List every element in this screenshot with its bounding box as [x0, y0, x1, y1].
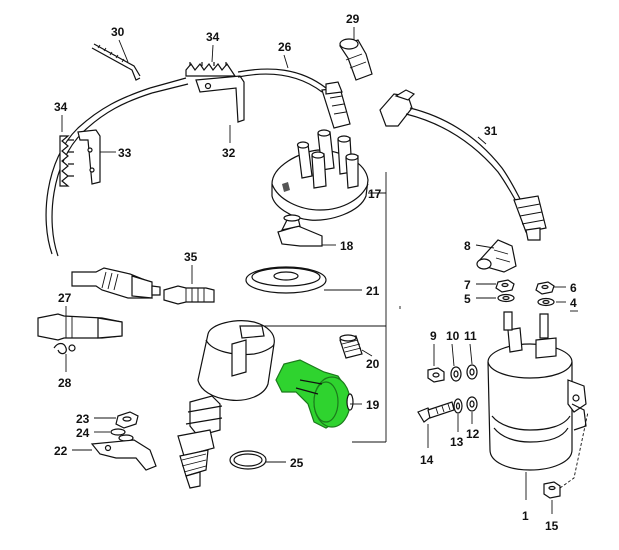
nut-9 — [427, 367, 445, 383]
label-4: 4 — [570, 296, 577, 310]
o-ring-25 — [229, 450, 267, 470]
label-7: 7 — [464, 278, 471, 292]
label-33: 33 — [118, 146, 132, 160]
label-13: 13 — [450, 435, 464, 449]
group-bracket — [258, 172, 401, 443]
leader-26 — [283, 54, 289, 69]
label-23: 23 — [76, 412, 90, 426]
dust-shield-21 — [245, 266, 327, 294]
nut-6 — [535, 281, 555, 295]
label-1: 1 — [522, 509, 529, 523]
label-29: 29 — [346, 12, 360, 26]
coil-boot-8 — [476, 239, 517, 273]
label-24: 24 — [76, 426, 90, 440]
leader-20 — [361, 349, 373, 357]
label-28: 28 — [58, 376, 72, 390]
nut-15 — [543, 481, 561, 499]
label-5: 5 — [464, 292, 471, 306]
label-32: 32 — [222, 146, 236, 160]
label-17: 17 — [368, 187, 382, 201]
label-18: 18 — [340, 239, 354, 253]
label-26: 26 — [278, 40, 292, 54]
label-30: 30 — [111, 25, 125, 39]
distributor-body — [177, 320, 275, 489]
angled-boot-29 — [339, 38, 373, 81]
label-27: 27 — [58, 291, 72, 305]
leader-10 — [451, 343, 455, 367]
label-20: 20 — [366, 357, 380, 371]
spring-clip-28 — [53, 342, 76, 355]
bracket-33 — [77, 129, 101, 185]
bolt-14 — [417, 401, 455, 423]
label-6: 6 — [570, 281, 577, 295]
label-12: 12 — [466, 427, 480, 441]
label-15: 15 — [545, 519, 559, 533]
label-21: 21 — [366, 284, 380, 298]
nut-23 — [115, 411, 139, 429]
cable-clip-34-top — [185, 62, 237, 77]
leader-11 — [469, 343, 473, 365]
cable-strap-30 — [91, 43, 141, 81]
label-10: 10 — [446, 329, 460, 343]
clamp-plate-22 — [90, 439, 157, 471]
washer-13 — [453, 398, 463, 414]
label-19: 19 — [366, 398, 380, 412]
leader-30 — [118, 39, 129, 63]
label-34-left: 34 — [54, 100, 68, 114]
label-25: 25 — [290, 456, 304, 470]
washer-12 — [466, 396, 478, 412]
washer-4 — [537, 297, 555, 307]
washer-5 — [497, 293, 515, 303]
washer-11 — [466, 364, 478, 380]
vacuum-unit-19 — [275, 359, 354, 429]
lead-end-connector — [71, 267, 161, 299]
label-22: 22 — [54, 444, 68, 458]
plug-connector-26 — [321, 81, 351, 129]
label-9: 9 — [430, 329, 437, 343]
label-35: 35 — [184, 250, 198, 264]
ignition-coil-1 — [487, 311, 587, 471]
label-11: 11 — [464, 329, 477, 343]
label-31: 31 — [484, 124, 498, 138]
leader-31 — [477, 136, 487, 145]
nut-7 — [495, 279, 515, 293]
distributor-cap-17 — [271, 129, 369, 221]
filter-20 — [339, 334, 363, 359]
suppressor-connector-27 — [37, 313, 123, 341]
washer-10 — [450, 366, 462, 382]
leader-34-top — [211, 44, 214, 63]
washers-24 — [110, 428, 134, 442]
coil-lead-31 — [379, 89, 547, 241]
leader-15-dashed — [559, 411, 589, 489]
label-8: 8 — [464, 239, 471, 253]
label-34-top: 34 — [206, 30, 220, 44]
cable-clip-34-left — [59, 135, 74, 187]
plug-terminal-35 — [163, 285, 215, 305]
leader-8 — [475, 244, 495, 249]
rotor-18 — [277, 214, 323, 247]
label-14: 14 — [420, 453, 434, 467]
bracket-32 — [195, 75, 245, 123]
